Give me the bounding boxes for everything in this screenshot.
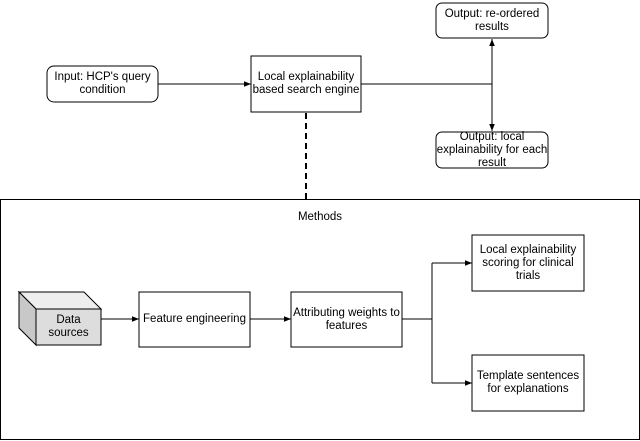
cube-front-face bbox=[35, 308, 102, 346]
attributing-weights-box[interactable] bbox=[290, 291, 403, 348]
feature-engineering-box[interactable] bbox=[138, 291, 251, 348]
output-reordered-box[interactable] bbox=[435, 2, 549, 39]
input-box[interactable] bbox=[46, 65, 159, 103]
template-sentences-box[interactable] bbox=[471, 354, 585, 412]
output-local-box[interactable] bbox=[435, 131, 549, 169]
data-sources-cube[interactable] bbox=[17, 290, 103, 347]
local-scoring-box[interactable] bbox=[471, 234, 585, 292]
engine-box[interactable] bbox=[250, 55, 362, 113]
